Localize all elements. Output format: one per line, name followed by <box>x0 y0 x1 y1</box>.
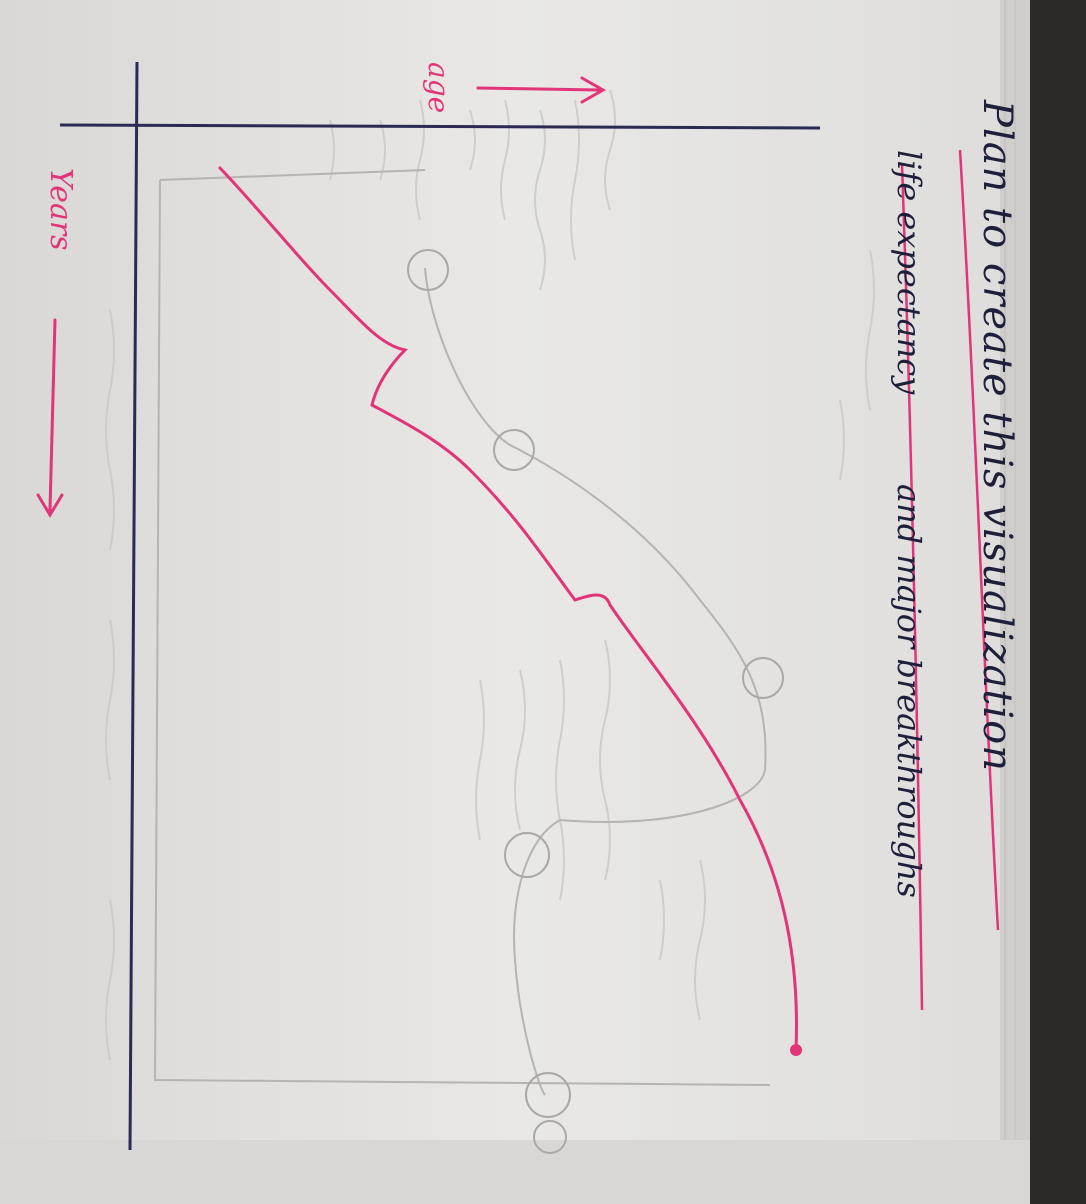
sketch-subtitle-right: and major breakthroughs <box>890 484 928 898</box>
trend-endpoint <box>790 1044 802 1056</box>
title-underline <box>958 149 1000 931</box>
paper-sheet <box>0 0 1030 1204</box>
subtitle-underline <box>900 164 924 1011</box>
arrow-down-icon <box>36 318 64 518</box>
page-bottom-edge <box>0 1140 1030 1204</box>
age-axis <box>59 123 821 130</box>
axis-label-age: age <box>422 62 455 114</box>
trend-line <box>218 166 798 1052</box>
show-through-text <box>105 89 875 1061</box>
axes <box>59 61 821 1151</box>
sketch-title: Plan to create this visualization <box>974 100 1020 773</box>
arrow-right-icon <box>476 76 607 104</box>
circle-marker-icon <box>407 249 784 1154</box>
pencil-draft <box>153 169 771 1096</box>
years-axis <box>128 61 139 1151</box>
axis-label-years: Years <box>43 168 78 251</box>
sketch-subtitle-left: life expectancy <box>890 150 928 395</box>
